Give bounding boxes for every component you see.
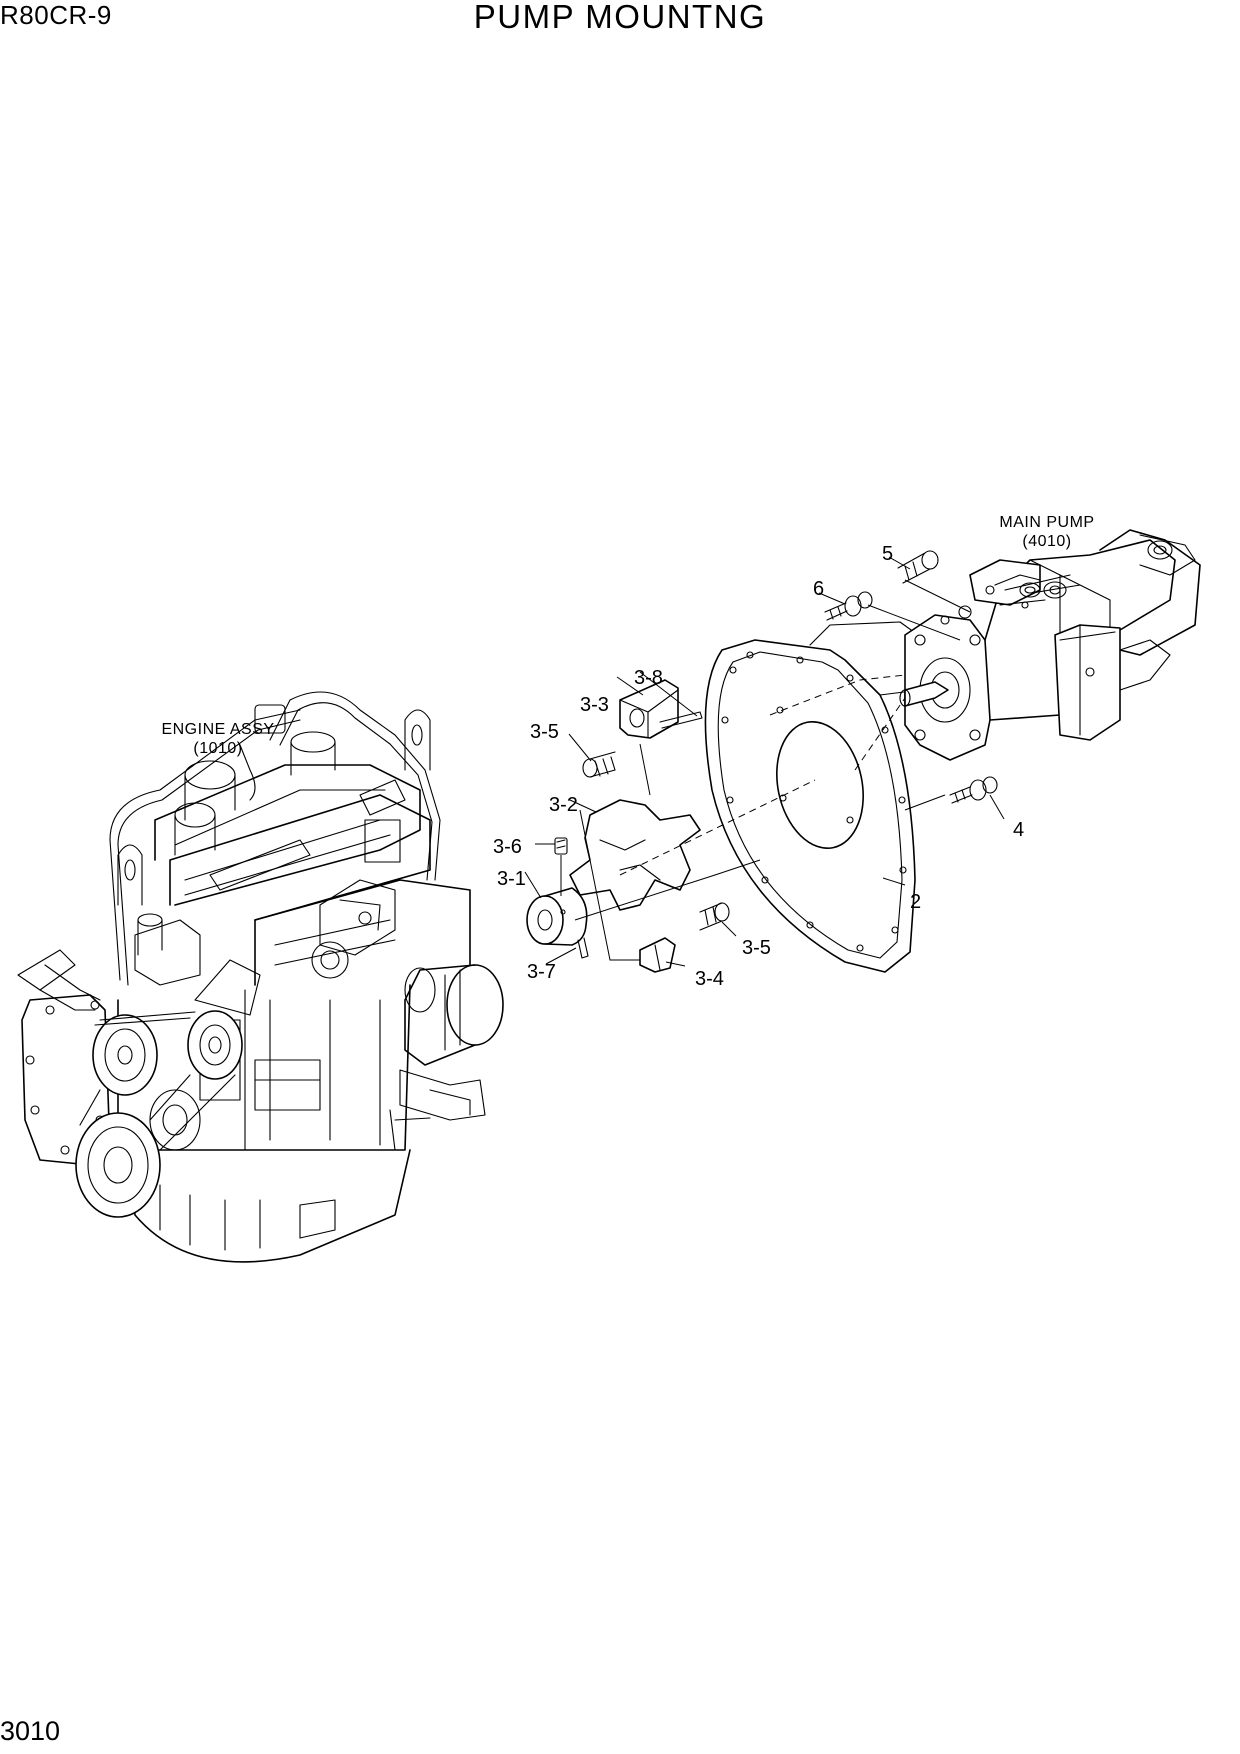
callout-3-8[interactable]: 3-8	[634, 667, 663, 689]
main-pump-name: MAIN PUMP	[999, 514, 1094, 531]
coupling-parts-drawing	[526, 550, 998, 973]
flywheel-housing-drawing	[704, 621, 926, 973]
page-number: 3010	[0, 1716, 61, 1746]
engine-assy-name: ENGINE ASSY	[161, 721, 274, 738]
callout-3-4[interactable]: 3-4	[695, 968, 724, 990]
callout-2[interactable]: 2	[910, 891, 921, 913]
model-code: R80CR-9	[0, 0, 112, 30]
callout-3-6[interactable]: 3-6	[493, 836, 522, 858]
callout-3-1[interactable]: 3-1	[497, 868, 526, 890]
callout-3-7[interactable]: 3-7	[527, 961, 556, 983]
engine-assy-ref: (1010)	[193, 740, 242, 757]
callout-3-5-upper[interactable]: 3-5	[530, 721, 559, 743]
leader-lines	[524, 556, 1005, 967]
callout-3-5-lower[interactable]: 3-5	[742, 937, 771, 959]
main-pump-drawing	[899, 529, 1201, 761]
page-title: PUMP MOUNTNG	[473, 0, 767, 35]
callout-3-2[interactable]: 3-2	[549, 794, 578, 816]
callout-4[interactable]: 4	[1013, 819, 1024, 841]
callout-5[interactable]: 5	[882, 543, 893, 565]
assembly-labels: ENGINE ASSY (1010) MAIN PUMP (4010)	[161, 514, 1094, 757]
engine-assembly-drawing	[17, 691, 504, 1263]
main-pump-ref: (4010)	[1022, 533, 1071, 550]
callout-6[interactable]: 6	[813, 578, 824, 600]
part-callouts: 3-8 3-3 3-5 3-2 3-6 3-1 3-7 3-4 3-5 2 4 …	[493, 543, 1024, 990]
callout-3-3[interactable]: 3-3	[580, 694, 609, 716]
